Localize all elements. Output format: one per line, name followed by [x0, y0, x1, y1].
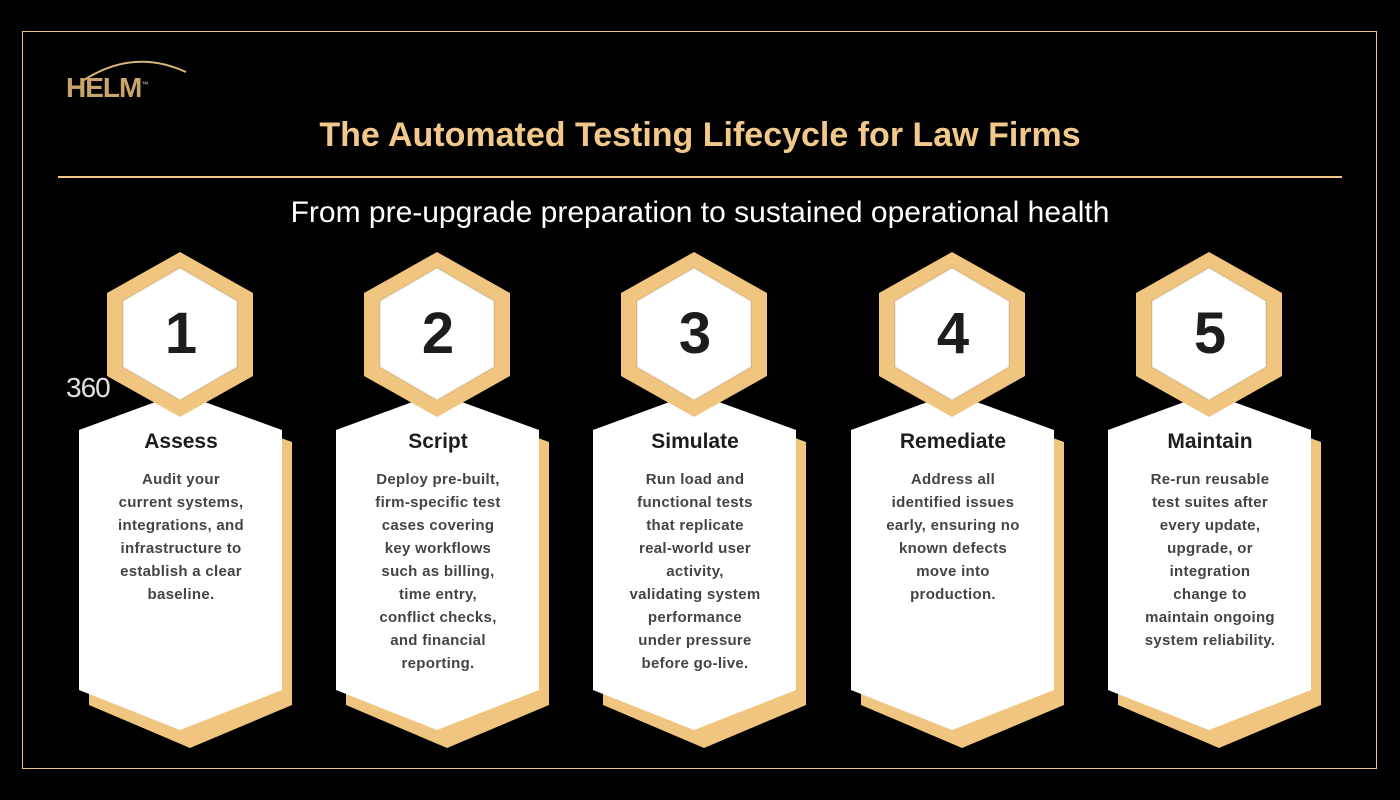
logo-arc-icon: [83, 60, 187, 81]
hexagon-shapes: [593, 252, 806, 748]
hexagon-shapes: [79, 252, 292, 748]
step-title: Assess: [144, 430, 218, 453]
step-number: 2: [421, 301, 455, 366]
step-title: Script: [408, 430, 468, 453]
card-body: [1108, 393, 1311, 730]
number-hex-inner: [894, 266, 1010, 402]
step-card-4: 4 Remediate Address all identified issue…: [851, 250, 1081, 760]
step-description: Audit your current systems, integrations…: [118, 471, 244, 603]
card-body: [336, 393, 539, 730]
title-divider: [58, 176, 1342, 178]
step-number: 4: [936, 301, 970, 366]
step-description: Re-run reusable test suites after every …: [1144, 471, 1276, 649]
step-description: Run load and functional tests that repli…: [629, 471, 761, 672]
logo-360: 360: [66, 372, 111, 403]
helm360-logo: HELM 360 ™: [64, 52, 224, 403]
border-frame: [22, 31, 1377, 769]
card-body: [851, 393, 1054, 730]
step-description: Deploy pre-built, firm-specific test cas…: [375, 471, 501, 672]
number-hex-inner: [1151, 266, 1267, 402]
logo-helm: HELM: [66, 72, 142, 103]
hexagon-shapes: [1108, 252, 1321, 748]
number-hex-inner: [636, 266, 752, 402]
number-hex-inner: [122, 266, 238, 402]
step-number: 5: [1193, 301, 1227, 366]
page-subtitle: From pre-upgrade preparation to sustaine…: [290, 196, 1110, 229]
step-title: Remediate: [899, 430, 1007, 453]
step-number: 1: [164, 301, 198, 366]
hexagon-shapes: [336, 252, 549, 748]
step-title: Maintain: [1167, 430, 1253, 453]
step-card-2: 2 Script Deploy pre-built, firm-specific…: [336, 250, 566, 760]
hexagon-shapes: [851, 252, 1064, 748]
step-title: Simulate: [651, 430, 739, 453]
step-card-3: 3 Simulate Run load and functional tests…: [593, 250, 823, 760]
page-title: The Automated Testing Lifecycle for Law …: [319, 116, 1081, 154]
card-body: [593, 393, 796, 730]
number-hex-inner: [379, 266, 495, 402]
step-description: Address all identified issues early, ens…: [886, 471, 1020, 603]
card-body: [79, 393, 282, 730]
step-number: 3: [678, 301, 712, 366]
logo-tm: ™: [141, 81, 148, 89]
step-card-1: 1 Assess Audit your current systems, int…: [79, 250, 309, 760]
step-card-5: 5 Maintain Re-run reusable test suites a…: [1108, 250, 1338, 760]
